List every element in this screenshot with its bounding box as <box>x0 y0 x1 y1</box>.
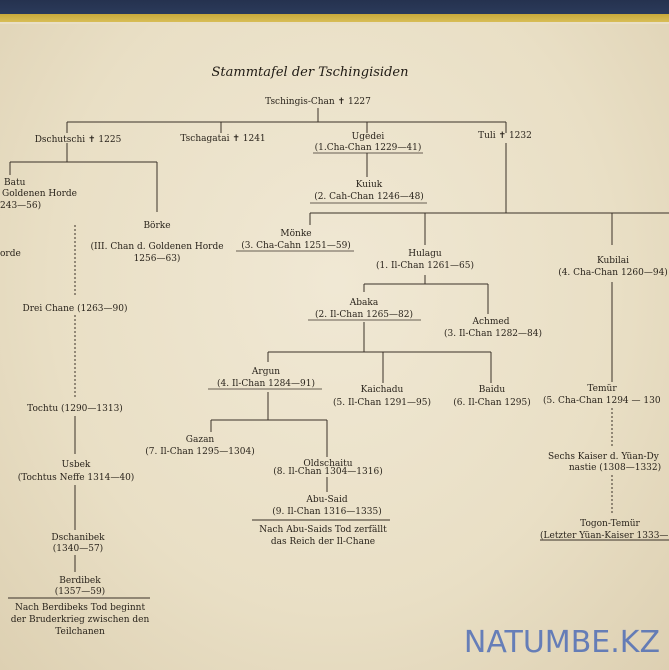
node-abaka-title: (2. Il-Chan 1265—82) <box>315 309 413 320</box>
node-ugedei-title: (1.Cha-Chan 1229—41) <box>315 142 422 153</box>
node-moenke-name: Mönke <box>280 229 311 239</box>
note-berdibek-line1: Nach Berdibeks Tod beginnt <box>15 603 146 613</box>
node-usbek-name: Usbek <box>62 460 91 470</box>
node-togon-title: (Letzter Yüan-Kaiser 1333— <box>540 530 668 541</box>
node-abu-said-title: (9. Il-Chan 1316—1335) <box>272 506 381 517</box>
node-tuli: Tuli ✝ 1232 <box>478 131 532 141</box>
node-temur-title: (5. Cha-Chan 1294 — 130 <box>543 395 661 406</box>
node-tochtu: Tochtu (1290—1313) <box>27 403 123 414</box>
node-baidu-title: (6. Il-Chan 1295) <box>453 397 531 408</box>
node-drei-chane: Drei Chane (1263—90) <box>23 303 128 314</box>
node-ugedei-name: Ugedei <box>352 132 385 142</box>
node-yuan-line1: Sechs Kaiser d. Yüan-Dy <box>548 452 660 462</box>
node-kuiuk-name: Kuiuk <box>356 180 383 190</box>
node-horde-fragment: orde <box>0 249 21 259</box>
watermark: NATUMBE.KZ <box>464 625 660 660</box>
node-moenke-title: (3. Cha-Cahn 1251—59) <box>241 240 351 251</box>
paper-sheet <box>0 24 669 670</box>
node-argun-title: (4. Il-Chan 1284—91) <box>217 378 315 389</box>
node-yuan-line2: nastie (1308—1332) <box>569 462 661 473</box>
node-kubilai-title: (4. Cha-Chan 1260—94) <box>558 267 668 278</box>
node-berdibek-years: (1357—59) <box>55 586 105 597</box>
node-batu-line2: Goldenen Horde <box>2 189 77 199</box>
node-achmed-title: (3. Il-Chan 1282—84) <box>444 328 542 339</box>
node-kaichadu-name: Kaichadu <box>361 385 404 395</box>
node-berdibek-name: Berdibek <box>59 576 101 586</box>
node-dschanibek-years: (1340—57) <box>53 543 103 554</box>
node-usbek-title: (Tochtus Neffe 1314—40) <box>18 472 135 483</box>
tree-connectors <box>8 108 669 599</box>
node-hulagu-title: (1. Il-Chan 1261—65) <box>376 260 474 271</box>
note-ilchane-line1: Nach Abu-Saids Tod zerfällt <box>259 525 387 535</box>
node-baidu-name: Baidu <box>479 385 506 395</box>
node-dschanibek-name: Dschanibek <box>51 533 105 543</box>
node-boerke-title: (III. Chan d. Goldenen Horde <box>90 241 223 252</box>
node-kuiuk-title: (2. Cah-Chan 1246—48) <box>314 191 424 202</box>
node-batu-line3: 243—56) <box>0 200 41 211</box>
node-abaka-name: Abaka <box>349 298 379 308</box>
node-gazan-name: Gazan <box>186 435 215 445</box>
node-boerke-name: Börke <box>143 221 170 231</box>
note-berdibek-line2: der Bruderkrieg zwischen den <box>11 615 150 625</box>
note-berdibek-line3: Teilchanen <box>55 627 105 637</box>
node-hulagu-name: Hulagu <box>408 249 442 259</box>
note-ilchane-line2: das Reich der Il-Chane <box>271 537 375 547</box>
node-kubilai-name: Kubilai <box>597 256 629 266</box>
node-argun-name: Argun <box>251 367 280 377</box>
node-gazan-title: (7. Il-Chan 1295—1304) <box>145 446 254 457</box>
node-boerke-years: 1256—63) <box>134 253 181 264</box>
node-tschagatai: Tschagatai ✝ 1241 <box>180 134 265 144</box>
node-achmed-name: Achmed <box>472 317 510 327</box>
node-oldschaitu-title: (8. Il-Chan 1304—1316) <box>273 466 382 477</box>
node-kaichadu-title: (5. Il-Chan 1291—95) <box>333 397 431 408</box>
node-tschingis-chan: Tschingis-Chan ✝ 1227 <box>265 97 371 107</box>
node-oldschaitu-name: Oldschaitu <box>303 459 352 469</box>
node-dschutschi: Dschutschi ✝ 1225 <box>35 135 122 145</box>
title-underlines <box>208 152 427 390</box>
diagram-title: Stammtafel der Tschingisiden <box>212 65 409 80</box>
node-batu-line1: Batu <box>4 178 26 188</box>
node-temur-name: Temür <box>587 384 617 394</box>
node-abu-said-name: Abu-Said <box>305 495 348 505</box>
node-togon-name: Togon-Temür <box>580 519 640 529</box>
